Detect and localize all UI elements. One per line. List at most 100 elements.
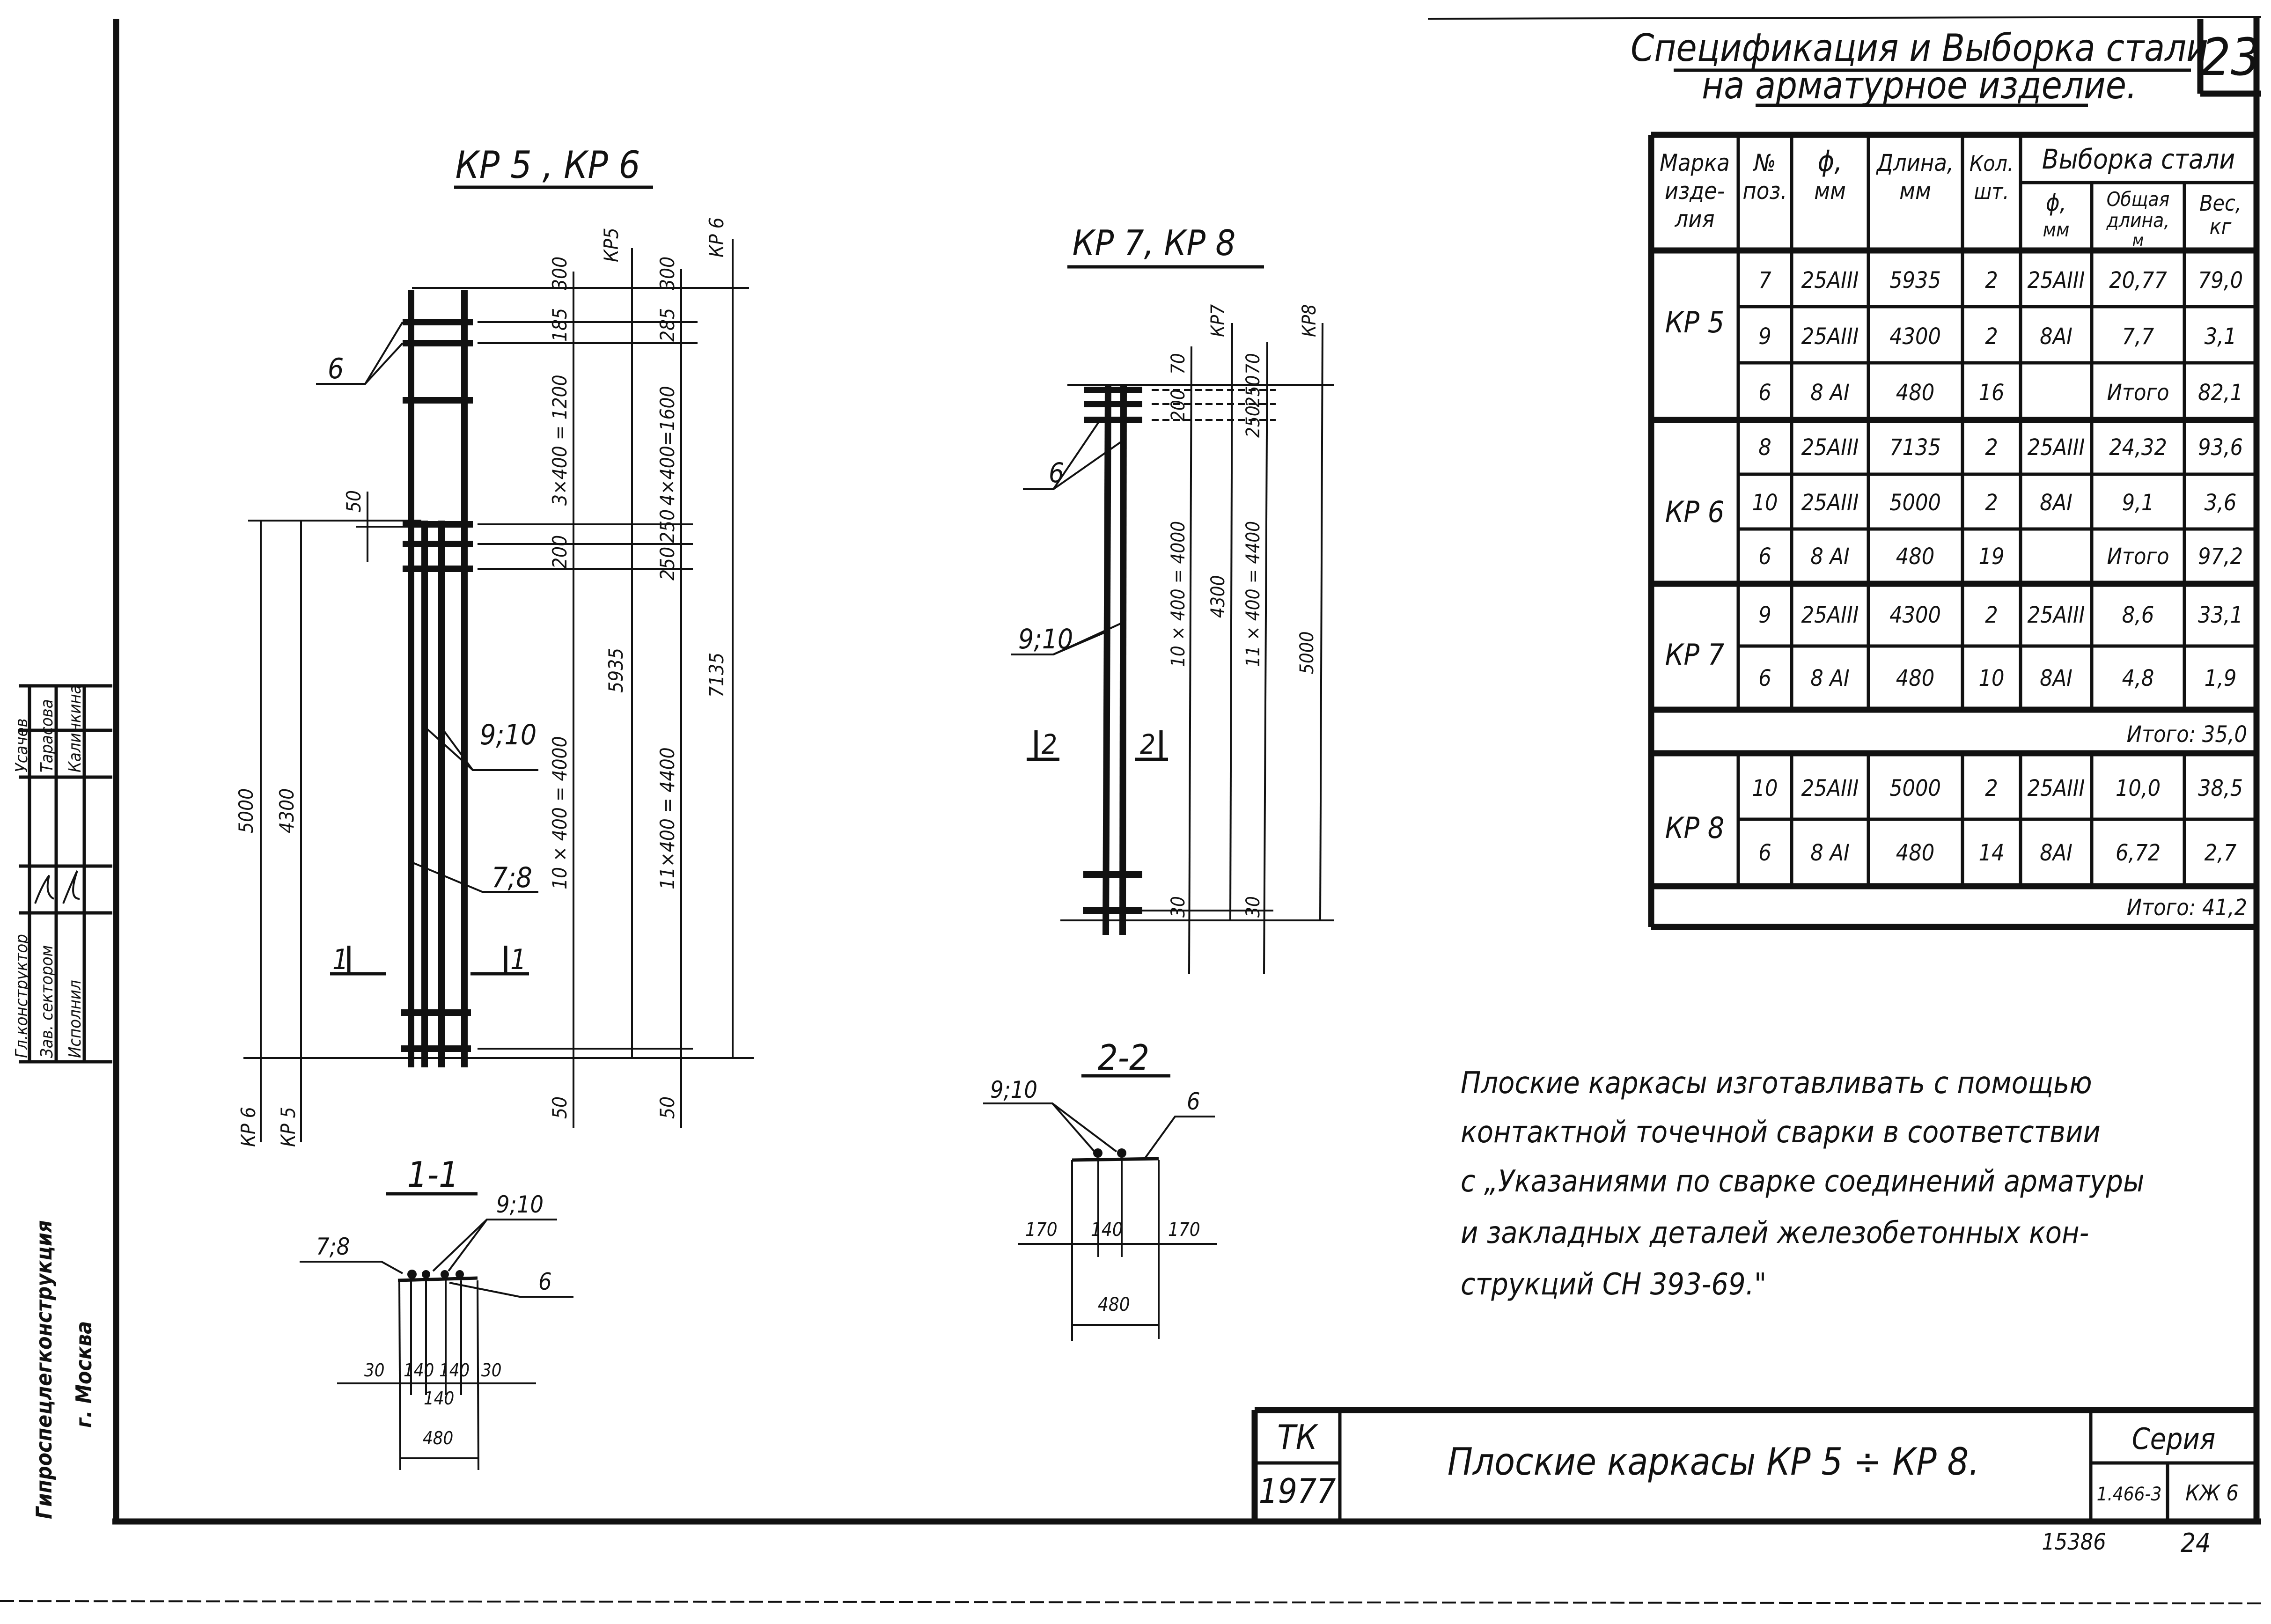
svg-text:4300: 4300 — [1889, 323, 1941, 350]
section-2-2-dims: 170 140 170 480 — [1025, 1219, 1200, 1315]
svg-text:Усачев: Усачев — [12, 718, 31, 772]
header-dia: ϕ, — [1818, 145, 1843, 178]
sheet-number: 23 — [2201, 27, 2260, 87]
stamp-text: Гл.конструктор Усачев Зав. сектором Тара… — [12, 685, 85, 1058]
svg-text:Тарасова: Тарасова — [37, 699, 57, 772]
section-2-2: 2-2 9;10 6 170 140 170 480 — [983, 1037, 1217, 1341]
series-label: Серия — [2132, 1422, 2216, 1456]
svg-text:3,1: 3,1 — [2205, 323, 2237, 350]
note-line: контактной точечной сварки в соответстви… — [1461, 1115, 2101, 1150]
svg-text:7135: 7135 — [1889, 434, 1941, 461]
svg-text:4300: 4300 — [1889, 602, 1941, 628]
svg-text:480: 480 — [1896, 840, 1934, 866]
dimension-labels: 300 185 3×400 = 1200 200 10 × 400 = 4000… — [235, 217, 728, 1147]
header-pos: № — [1753, 149, 1776, 176]
svg-text:6: 6 — [1049, 457, 1064, 489]
notes: Плоские каркасы изготавливать с помощью … — [1461, 1066, 2144, 1302]
svg-text:4300: 4300 — [275, 788, 298, 833]
group-mark: КР 8 — [1665, 811, 1724, 845]
table-row: 10 25АIII 5000 2 25АIII 10,0 38,5 — [1752, 775, 2243, 801]
svg-text:300: 300 — [656, 257, 679, 290]
header-weight: Вес, — [2199, 191, 2242, 216]
table-row: 9 25АIII 4300 2 25АIII 8,6 33,1 — [1758, 602, 2243, 628]
svg-text:6: 6 — [328, 353, 344, 385]
svg-text:30: 30 — [481, 1360, 502, 1381]
svg-text:4×400=1600: 4×400=1600 — [656, 386, 679, 506]
svg-text:24,32: 24,32 — [2109, 434, 2167, 461]
svg-text:7135: 7135 — [705, 653, 728, 698]
svg-text:2: 2 — [1985, 490, 1998, 516]
svg-text:25АIII: 25АIII — [1801, 490, 1859, 516]
drawing-title-main: Плоские каркасы КР 5 ÷ КР 8. — [1448, 1440, 1979, 1484]
svg-text:25АIII: 25АIII — [2028, 267, 2085, 294]
svg-text:250: 250 — [1242, 375, 1264, 407]
svg-text:25АIII: 25АIII — [1801, 434, 1859, 461]
svg-text:50: 50 — [656, 1096, 679, 1119]
svg-text:9;10: 9;10 — [496, 1191, 544, 1218]
svg-text:10 × 400 = 4000: 10 × 400 = 4000 — [1168, 521, 1189, 667]
org-code: ТК — [1277, 1418, 1319, 1457]
table-row: 6 8 АI 480 14 8АI 6,72 2,7 — [1758, 840, 2237, 866]
svg-text:Итого: Итого — [2107, 380, 2169, 406]
svg-text:25АIII: 25АIII — [1801, 323, 1859, 350]
group-mark: КР 5 — [1665, 305, 1724, 339]
svg-text:6: 6 — [1187, 1088, 1200, 1115]
header-selection: Выборка стали — [2042, 143, 2235, 175]
svg-text:6,72: 6,72 — [2116, 840, 2161, 866]
svg-text:20,77: 20,77 — [2109, 267, 2167, 294]
svg-text:Итого: Итого — [2107, 544, 2169, 570]
svg-text:Калинкина: Калинкина — [66, 685, 85, 772]
section-1-1: 1-1 7;8 9;10 6 30 140 140 30 140 480 — [300, 1154, 573, 1470]
leader-labels: 6 9;10 7;8 1 1 — [328, 353, 537, 976]
svg-text:КР 6: КР 6 — [237, 1107, 260, 1147]
svg-text:9;10: 9;10 — [1018, 623, 1073, 655]
svg-text:7;8: 7;8 — [316, 1233, 350, 1260]
spec-title-line2: на арматурное изделие. — [1702, 64, 2137, 107]
spec-group-kp5: КР 5 7 25АIII 5935 2 25АIII 20,77 79,0 9… — [1665, 267, 2243, 406]
svg-text:30: 30 — [364, 1360, 385, 1381]
group-mark: КР 6 — [1665, 495, 1724, 529]
svg-text:285: 285 — [656, 308, 679, 342]
drawing-kp5-kp6: КР 5 , КР 6 — [235, 143, 754, 1147]
svg-text:480: 480 — [423, 1428, 453, 1448]
spec-table-header: Марка изде- лия № поз. ϕ, мм Длина, мм К… — [1660, 143, 2242, 250]
title-block: ТК 1977 Плоские каркасы КР 5 ÷ КР 8. Сер… — [1251, 1407, 2256, 1558]
svg-text:250: 250 — [1242, 405, 1264, 438]
table-row: 10 25АIII 5000 2 8АI 9,1 3,6 — [1752, 490, 2237, 516]
svg-text:5935: 5935 — [604, 648, 627, 693]
svg-text:5000: 5000 — [235, 788, 257, 833]
svg-text:9: 9 — [1758, 323, 1771, 350]
svg-text:10: 10 — [1752, 490, 1778, 516]
svg-text:8 АI: 8 АI — [1810, 544, 1849, 570]
svg-text:КР 5: КР 5 — [277, 1107, 300, 1147]
svg-text:170: 170 — [1025, 1219, 1058, 1241]
svg-text:25АIII: 25АIII — [1801, 602, 1859, 628]
header-pos-2: поз. — [1742, 177, 1787, 205]
organization-city: г. Москва — [71, 1321, 96, 1428]
spec-title: Спецификация и Выборка стали на арматурн… — [1631, 26, 2208, 107]
svg-text:200: 200 — [548, 535, 571, 569]
svg-text:10: 10 — [1979, 665, 2005, 691]
svg-text:16: 16 — [1979, 380, 2005, 406]
svg-text:Зав. сектором: Зав. сектором — [37, 945, 57, 1058]
svg-text:8АI: 8АI — [2040, 490, 2073, 516]
svg-text:8 АI: 8 АI — [1810, 380, 1849, 406]
svg-text:КР8: КР8 — [1299, 304, 1320, 337]
svg-text:8АI: 8АI — [2040, 323, 2073, 350]
table-row: 9 25АIII 4300 2 8АI 7,7 3,1 — [1758, 323, 2236, 350]
svg-text:140: 140 — [439, 1360, 470, 1381]
svg-text:70: 70 — [1242, 353, 1264, 375]
svg-text:97,2: 97,2 — [2198, 544, 2243, 570]
svg-text:5000: 5000 — [1889, 490, 1941, 516]
svg-text:300: 300 — [548, 257, 571, 290]
section-1-1-labels: 7;8 9;10 6 — [316, 1191, 552, 1295]
svg-text:4300: 4300 — [1207, 575, 1229, 618]
page-number: 24 — [2181, 1528, 2211, 1558]
svg-text:200: 200 — [1168, 389, 1189, 421]
svg-text:8,6: 8,6 — [2122, 602, 2154, 628]
leader-labels: 6 9;10 2 2 — [1018, 457, 1155, 760]
svg-text:6: 6 — [1758, 840, 1771, 866]
svg-text:2: 2 — [1985, 602, 1998, 628]
svg-text:2: 2 — [1985, 775, 1998, 801]
header-length: Длина, — [1876, 149, 1954, 176]
